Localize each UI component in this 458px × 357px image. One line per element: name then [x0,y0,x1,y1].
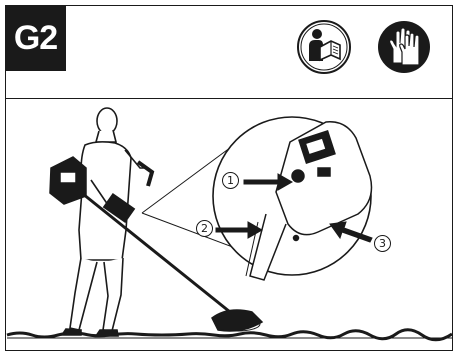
callout-3: 3 [374,235,391,252]
callout-2: 2 [196,220,213,237]
callout-1: 1 [222,172,239,189]
operator-figure [62,108,148,336]
